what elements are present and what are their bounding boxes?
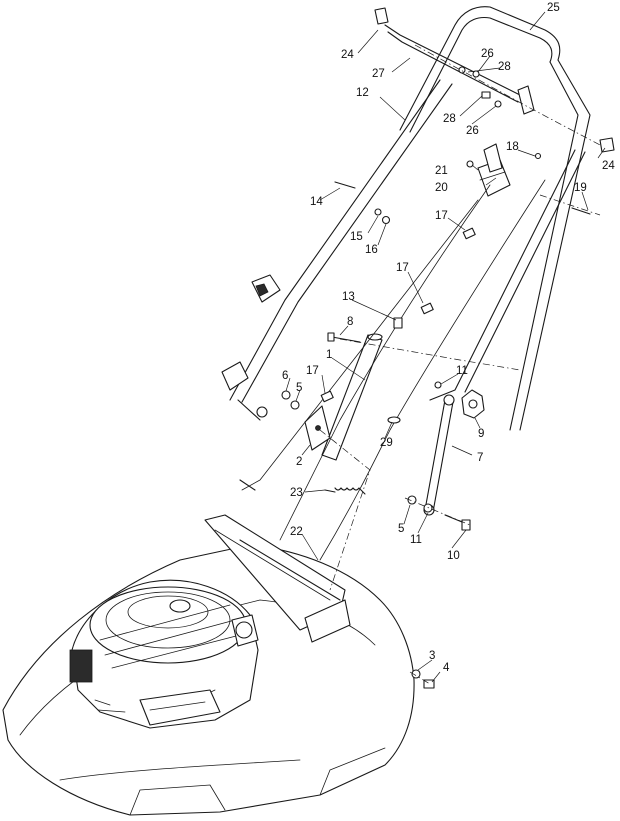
callout-21: 21	[435, 165, 448, 177]
knob-9	[461, 389, 485, 419]
callout-18: 18	[506, 141, 519, 153]
brace-7	[423, 394, 455, 516]
rear-body	[204, 514, 351, 643]
callout-28-upper: 28	[498, 61, 511, 73]
cable-clips	[320, 227, 476, 403]
callout-27: 27	[372, 68, 385, 80]
lower-handle	[229, 79, 586, 403]
callout-5-upper: 5	[296, 382, 302, 394]
assembly-lines	[319, 44, 601, 685]
quick-release-left	[221, 274, 281, 421]
callout-labels: 1 2 3 4 5 5 6 7 8 9 10 11 11 12 13 14 15…	[282, 2, 615, 674]
callout-1: 1	[326, 349, 332, 361]
callout-22: 22	[290, 526, 303, 538]
callout-5-lower: 5	[398, 523, 404, 535]
callout-11-upper: 11	[456, 365, 468, 377]
callout-14: 14	[310, 196, 323, 208]
callout-13: 13	[342, 291, 355, 303]
bail-bar	[374, 7, 615, 153]
callout-26-upper: 26	[481, 48, 494, 60]
callout-3: 3	[429, 650, 435, 662]
callout-24-right: 24	[602, 160, 615, 172]
callout-9: 9	[478, 428, 484, 440]
callout-8: 8	[347, 316, 353, 328]
leader-lines	[285, 11, 606, 683]
bracket-2	[304, 405, 331, 451]
callout-23: 23	[290, 487, 303, 499]
engine	[69, 579, 259, 729]
callout-16: 16	[365, 244, 378, 256]
control-housing	[477, 143, 511, 197]
callout-15: 15	[350, 231, 363, 243]
callout-24-left: 24	[341, 49, 354, 61]
callout-17-top: 17	[435, 210, 448, 222]
lower-tube-1	[321, 333, 383, 461]
upper-handle	[399, 6, 591, 431]
callout-20: 20	[435, 182, 448, 194]
callout-4: 4	[443, 662, 450, 674]
callout-12: 12	[356, 87, 369, 99]
callout-2: 2	[296, 456, 302, 468]
callout-7: 7	[477, 452, 483, 464]
callout-29: 29	[380, 437, 393, 449]
callout-6: 6	[282, 370, 288, 382]
callout-11-lower: 11	[410, 534, 422, 546]
callout-28-lower: 28	[443, 113, 456, 125]
callout-10: 10	[447, 550, 460, 562]
callout-17-middle: 17	[396, 262, 409, 274]
callout-17-bottom: 17	[306, 365, 319, 377]
cables	[239, 179, 546, 561]
callout-25: 25	[547, 2, 560, 14]
callout-19: 19	[574, 182, 587, 194]
callout-26-lower: 26	[466, 125, 479, 137]
